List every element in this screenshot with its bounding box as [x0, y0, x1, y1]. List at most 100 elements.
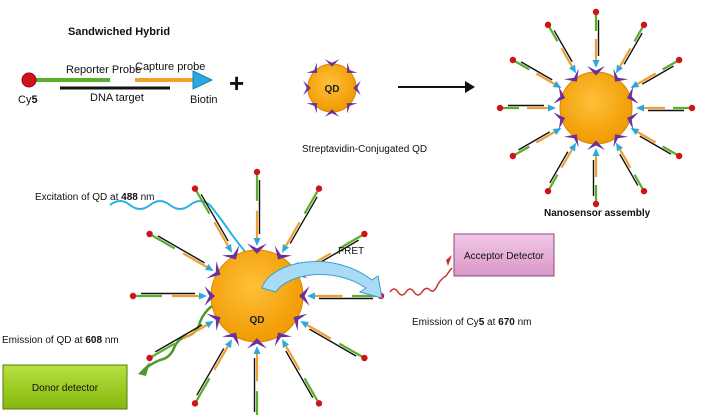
capture-probe-strand	[560, 149, 573, 169]
cy5-dye	[146, 230, 153, 238]
biotin-tag	[300, 321, 309, 329]
emission-cy5-arrowhead	[446, 255, 452, 266]
biotin-tag	[592, 148, 600, 156]
capture-probe-strand	[560, 47, 573, 67]
biotin-tag	[307, 292, 315, 300]
streptavidin-chevron	[274, 245, 292, 260]
reporter-probe-strand	[662, 60, 678, 71]
streptavidin-chevron	[587, 66, 605, 76]
acceptor-detector-label: Acceptor Detector	[464, 251, 545, 262]
streptavidin-chevron	[626, 86, 639, 104]
capture-probe-label: Capture probe	[135, 61, 205, 73]
streptavidin-qd	[303, 59, 361, 117]
emission-cy5-label: Emission of Cy5 at 670 nm	[412, 317, 532, 328]
cy5-dye	[509, 56, 517, 64]
dna-target-strand	[157, 235, 205, 264]
excitation-label: Excitation of QD at 488 nm	[35, 192, 155, 203]
biotin-tag	[592, 60, 600, 68]
cy5-dye	[592, 8, 600, 16]
plus-sign: +	[229, 68, 244, 98]
streptavidin-chevron	[303, 80, 311, 96]
dna-target-strand	[309, 328, 357, 357]
biotin-tag	[253, 238, 261, 246]
biotin-tag	[636, 104, 644, 112]
biotin-tag	[616, 64, 624, 74]
biotin-tag	[568, 64, 576, 74]
streptavidin-chevron	[564, 68, 579, 82]
sandwiched-hybrid-title: Sandwiched Hybrid	[68, 26, 170, 38]
cy5-dye	[191, 185, 199, 192]
dna-target-strand	[641, 65, 674, 85]
dna-target-strand	[200, 193, 229, 242]
biotin-tag	[282, 339, 290, 348]
streptavidin-qd-label: Streptavidin-Conjugated QD	[302, 144, 427, 155]
excitation-wave	[109, 200, 259, 270]
reporter-probe-strand	[338, 342, 364, 358]
streptavidin-chevron	[553, 86, 566, 104]
streptavidin-chevron	[324, 109, 340, 117]
dna-target-strand	[154, 324, 203, 353]
reporter-probe-strand	[662, 145, 678, 156]
dna-target-strand	[623, 32, 643, 65]
cy5-dye	[146, 354, 153, 362]
dna-target-strand	[639, 135, 672, 155]
biotin-tag	[224, 244, 232, 253]
biotin-tag	[192, 70, 214, 90]
cy5-dye	[675, 152, 683, 160]
streptavidin-chevron	[222, 245, 240, 260]
donor-detector-box	[2, 364, 128, 410]
reporter-probe-strand	[303, 377, 319, 403]
dna-target-strand	[619, 153, 639, 186]
emission-qd-label: Emission of QD at 608 nm	[2, 335, 119, 346]
reporter-probe-strand	[548, 26, 559, 42]
capture-probe-strand	[619, 47, 632, 67]
streptavidin-chevron	[204, 286, 215, 306]
emission-qd-wave	[143, 305, 213, 371]
biotin-tag	[199, 292, 207, 300]
biotin-tag	[205, 263, 214, 271]
biotin-tag	[253, 346, 261, 354]
nanosensor-label: Nanosensor assembly	[544, 208, 651, 219]
fret-nanosensor	[129, 168, 385, 420]
reporter-probe-strand	[195, 377, 211, 403]
cy5-dye	[361, 230, 368, 238]
dna-target-label: DNA target	[90, 92, 144, 104]
capture-probe-strand	[182, 252, 208, 268]
cy5-label: Cy5	[18, 94, 38, 106]
streptavidin-chevron	[353, 80, 361, 96]
streptavidin-chevron	[206, 261, 221, 279]
streptavidin-chevron	[247, 338, 267, 349]
reporter-probe-strand	[548, 174, 559, 190]
streptavidin-chevron	[626, 112, 639, 130]
streptavidin-chevron	[206, 313, 221, 331]
qd-label-bottom: QD	[250, 315, 265, 326]
streptavidin-chevron	[293, 313, 308, 331]
biotin-tag	[630, 80, 640, 88]
capture-probe-strand	[637, 72, 657, 85]
biotin-tag	[548, 104, 556, 112]
streptavidin-chevron	[613, 134, 628, 148]
reporter-probe-label: Reporter Probe	[66, 64, 141, 76]
streptavidin-chevron	[553, 112, 566, 130]
streptavidin-chevron	[564, 134, 579, 148]
cy5-dye	[129, 292, 137, 300]
streptavidin-chevron	[247, 243, 267, 254]
dna-target-strand	[553, 30, 573, 63]
nanosensor	[496, 8, 696, 208]
biotin-tag	[224, 339, 232, 348]
biotin-label: Biotin	[190, 94, 218, 106]
capture-probe-strand	[535, 72, 555, 85]
donor-detector-label: Donor detector	[32, 383, 99, 394]
streptavidin-chevron	[274, 332, 292, 347]
reporter-probe-strand	[150, 234, 176, 250]
streptavidin-chevron	[587, 140, 605, 150]
cy5-dye	[640, 21, 648, 29]
cy5-dye	[509, 152, 517, 160]
reporter-probe-strand	[338, 234, 364, 250]
cy5-dye	[361, 354, 368, 362]
cy5-dye	[315, 400, 323, 407]
streptavidin-chevron	[347, 103, 358, 114]
cy5-dye	[496, 104, 504, 112]
streptavidin-chevron	[306, 103, 317, 114]
